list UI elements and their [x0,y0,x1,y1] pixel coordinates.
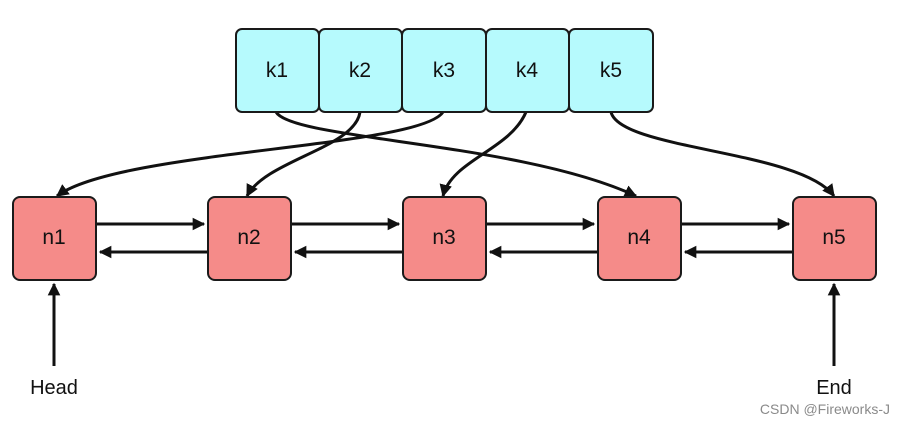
node-box-n4 [597,196,682,281]
node-label-n4: n4 [627,226,651,249]
key-label-k4: k4 [516,59,539,82]
key-box-k5 [568,28,654,113]
hash-keys-row: k1 k2 k3 k4 k5 [235,28,654,113]
edge-k1-n4 [274,111,638,198]
edge-k2-n2 [245,111,362,198]
end-label: End [816,377,852,399]
node-box-n5 [792,196,877,281]
node-label-n5: n5 [822,226,845,249]
key-label-k2: k2 [349,59,371,82]
linked-list-edges [97,217,792,259]
edge-k3-n1 [55,111,445,198]
key-label-k3: k3 [433,59,455,82]
key-label-k1: k1 [266,59,288,82]
node-box-n3 [402,196,487,281]
head-label: Head [30,377,78,399]
key-pointer-edges [55,111,836,198]
head-end-pointers: Head End [30,282,852,399]
linked-list-nodes-row: n1 n2 n3 n4 n5 [12,196,877,281]
watermark-text: CSDN @Fireworks-J [760,401,890,417]
node-label-n3: n3 [432,226,455,249]
edge-k5-n5 [609,111,836,198]
node-box-n2 [207,196,292,281]
key-label-k5: k5 [600,59,622,82]
node-box-n1 [12,196,97,281]
node-label-n1: n1 [42,226,65,249]
node-label-n2: n2 [237,226,260,249]
edge-k4-n3 [439,111,528,198]
